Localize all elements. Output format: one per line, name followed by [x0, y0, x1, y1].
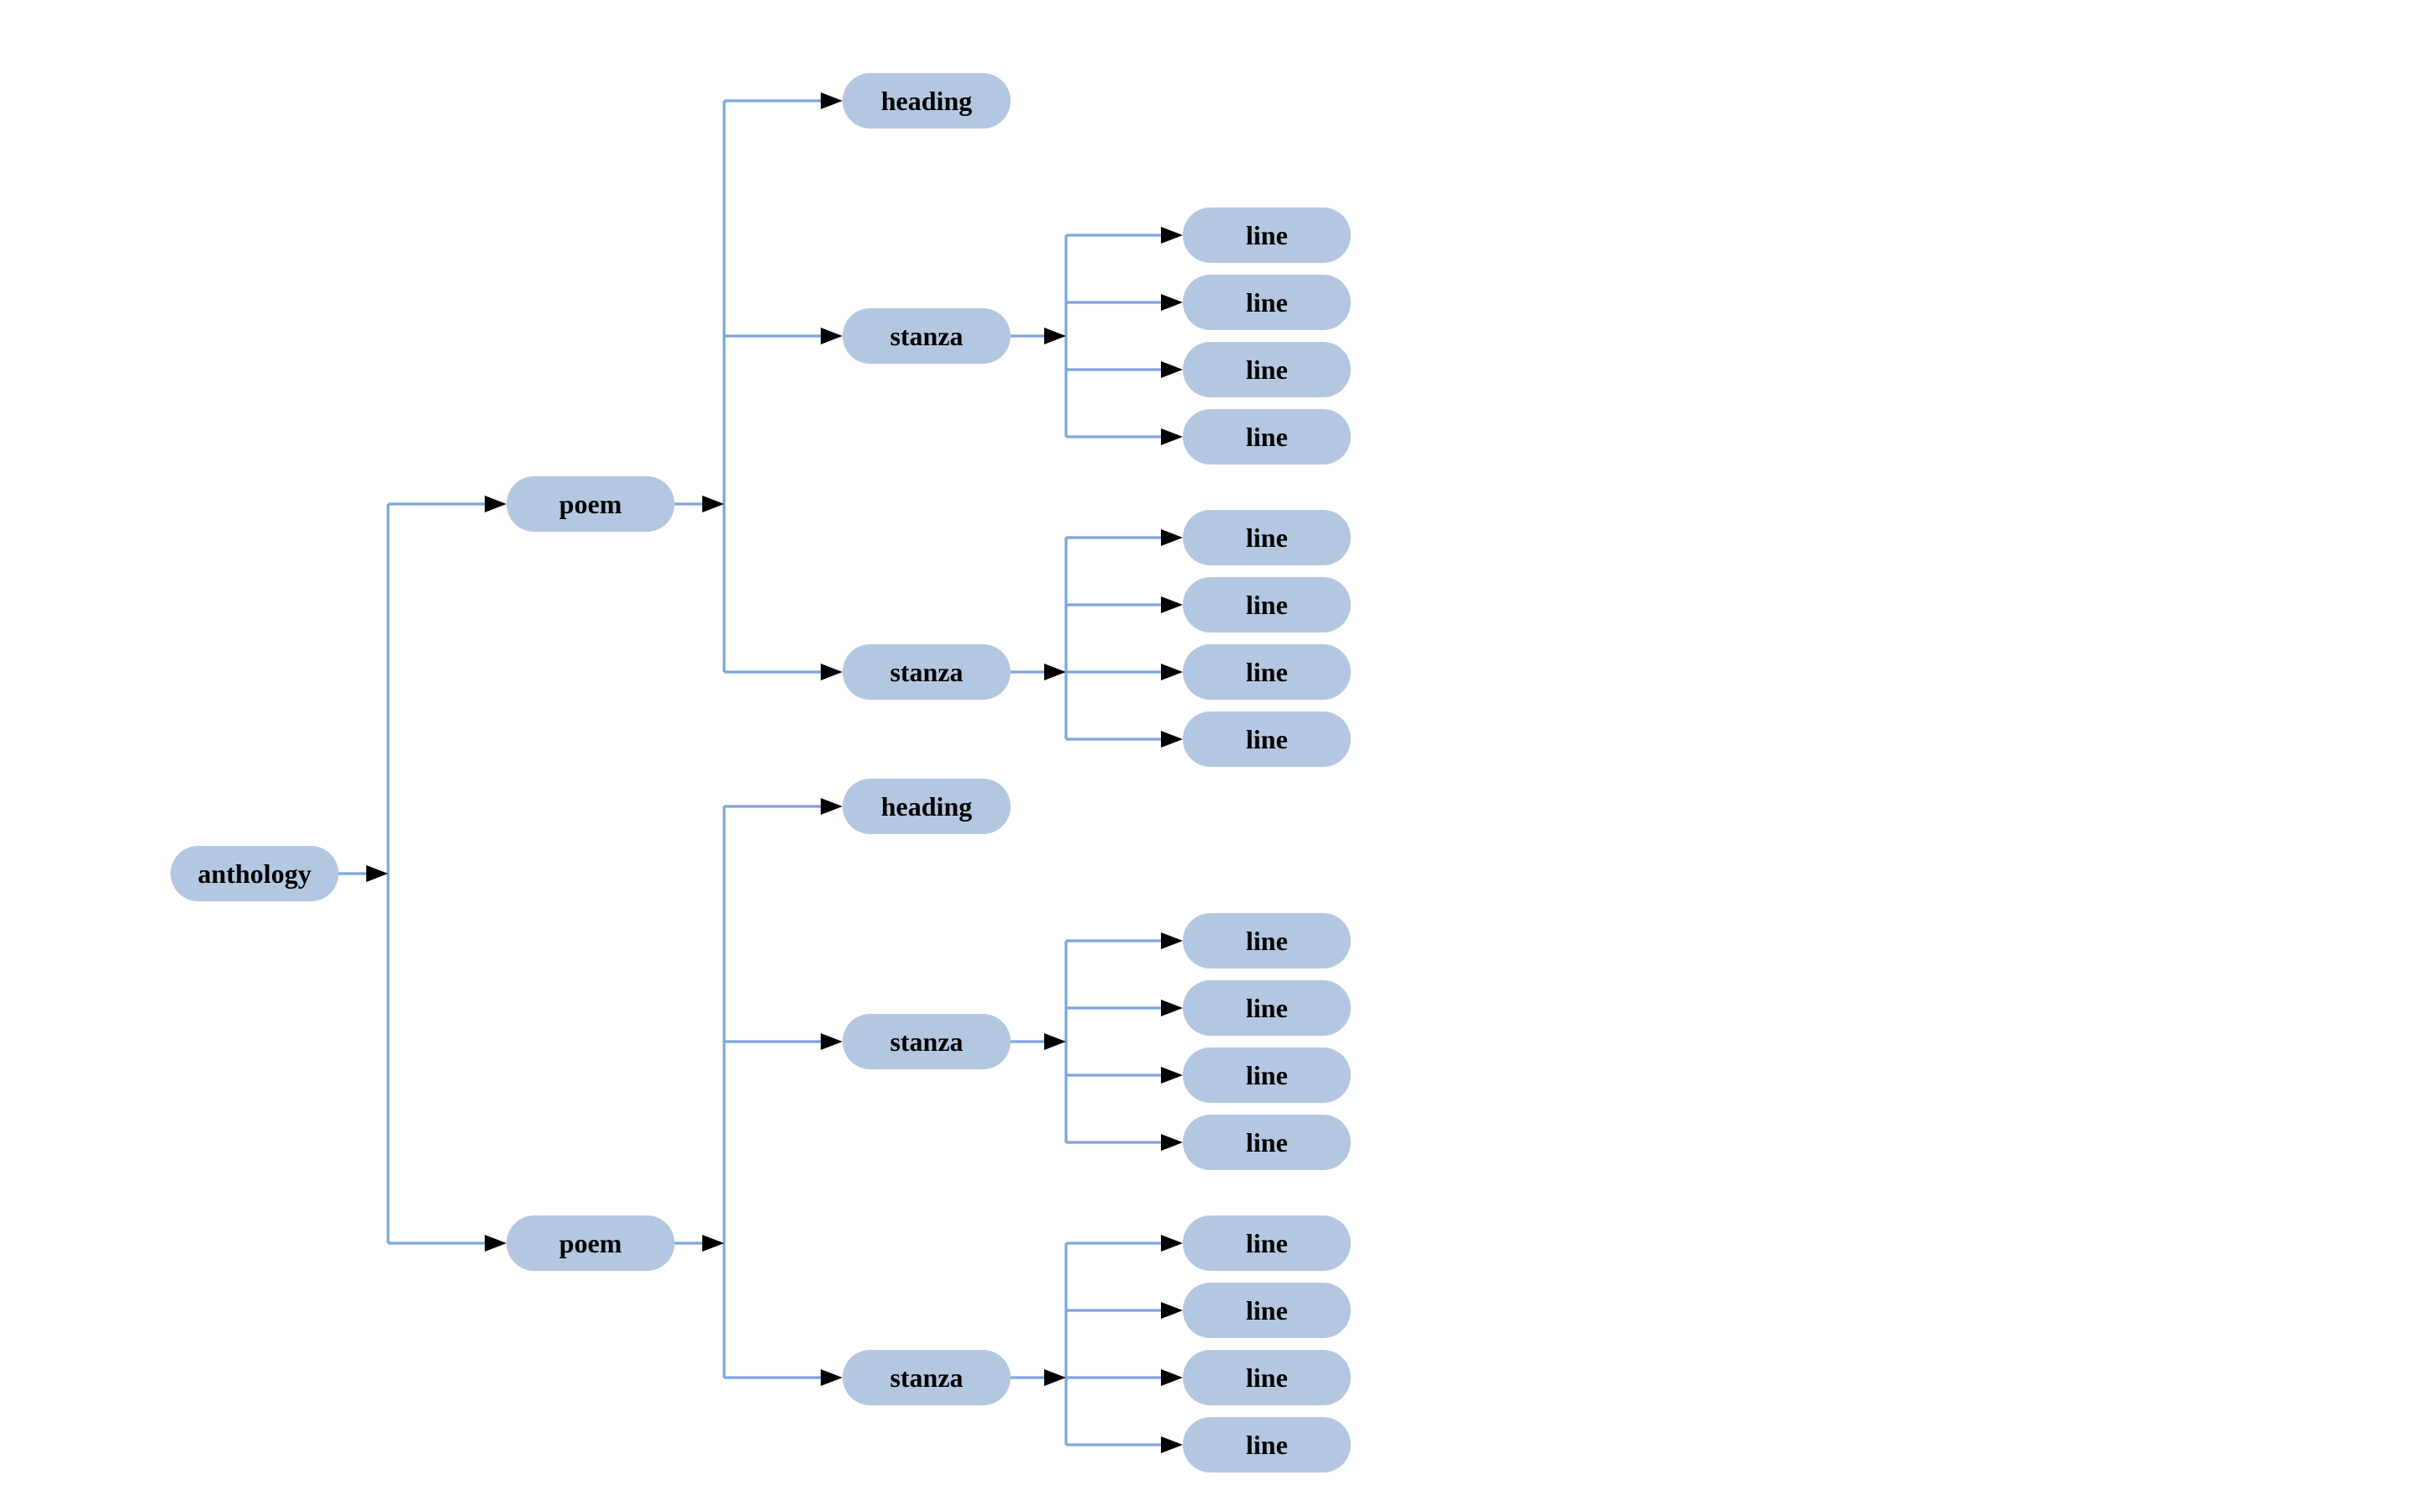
arrowhead-poem-2-in [485, 1235, 507, 1252]
node-line-4-2: line [1183, 1283, 1351, 1338]
node-stanza-4: stanza [843, 1350, 1011, 1405]
node-line-3-1: line [1183, 913, 1351, 969]
node-line-3-3: line [1183, 1047, 1351, 1103]
arrowhead-line-3-2-in [1161, 1000, 1183, 1016]
arrowhead-line-2-3-in [1161, 664, 1183, 680]
node-line-4-4: line [1183, 1417, 1351, 1473]
node-stanza-3: stanza [843, 1014, 1011, 1069]
node-poem-2: poem [507, 1215, 675, 1271]
arrowhead-line-2-4-in [1161, 731, 1183, 748]
node-heading-2: heading [843, 779, 1011, 834]
arrowhead-stanza-1-in [821, 328, 843, 344]
arrowhead-line-4-3-in [1161, 1369, 1183, 1386]
node-line-2-3: line [1183, 644, 1351, 700]
arrowhead-stanza-2-in [821, 664, 843, 680]
arrowhead-line-4-4-in [1161, 1436, 1183, 1453]
arrowhead-poem-2-out [702, 1235, 724, 1252]
node-line-2-2: line [1183, 577, 1351, 633]
arrowhead-line-1-1-in [1161, 227, 1183, 244]
arrowhead-stanza-4-in [821, 1369, 843, 1386]
node-stanza-1: stanza [843, 308, 1011, 364]
node-line-1-1: line [1183, 207, 1351, 263]
node-line-3-4: line [1183, 1115, 1351, 1170]
node-stanza-2: stanza [843, 644, 1011, 700]
node-line-2-4: line [1183, 711, 1351, 767]
arrowhead-stanza-1-out [1044, 328, 1066, 344]
arrowhead-line-3-1-in [1161, 932, 1183, 949]
arrowhead-line-3-4-in [1161, 1134, 1183, 1151]
arrowhead-line-1-3-in [1161, 361, 1183, 378]
arrowhead-line-4-1-in [1161, 1235, 1183, 1252]
arrowhead-poem-1-out [702, 496, 724, 512]
arrowhead-line-2-1-in [1161, 529, 1183, 546]
node-line-1-3: line [1183, 342, 1351, 397]
arrowhead-stanza-4-out [1044, 1369, 1066, 1386]
arrowhead-line-1-4-in [1161, 428, 1183, 445]
arrowhead-poem-1-in [485, 496, 507, 512]
node-line-1-4: line [1183, 409, 1351, 465]
node-heading-1: heading [843, 73, 1011, 129]
arrowhead-line-2-2-in [1161, 596, 1183, 613]
node-line-4-1: line [1183, 1215, 1351, 1271]
arrowhead-heading-1-in [821, 92, 843, 109]
arrowhead-heading-2-in [821, 798, 843, 815]
node-poem-1: poem [507, 476, 675, 532]
arrowhead-line-4-2-in [1161, 1302, 1183, 1319]
arrowhead-line-1-2-in [1161, 294, 1183, 311]
node-anthology: anthology [171, 846, 339, 901]
arrowhead-line-3-3-in [1161, 1067, 1183, 1084]
node-line-2-1: line [1183, 510, 1351, 565]
arrowhead-anthology-out [366, 865, 388, 882]
arrowhead-stanza-2-out [1044, 664, 1066, 680]
node-line-4-3: line [1183, 1350, 1351, 1405]
arrowhead-stanza-3-out [1044, 1033, 1066, 1050]
node-line-3-2: line [1183, 980, 1351, 1036]
arrowhead-stanza-3-in [821, 1033, 843, 1050]
node-line-1-2: line [1183, 275, 1351, 330]
